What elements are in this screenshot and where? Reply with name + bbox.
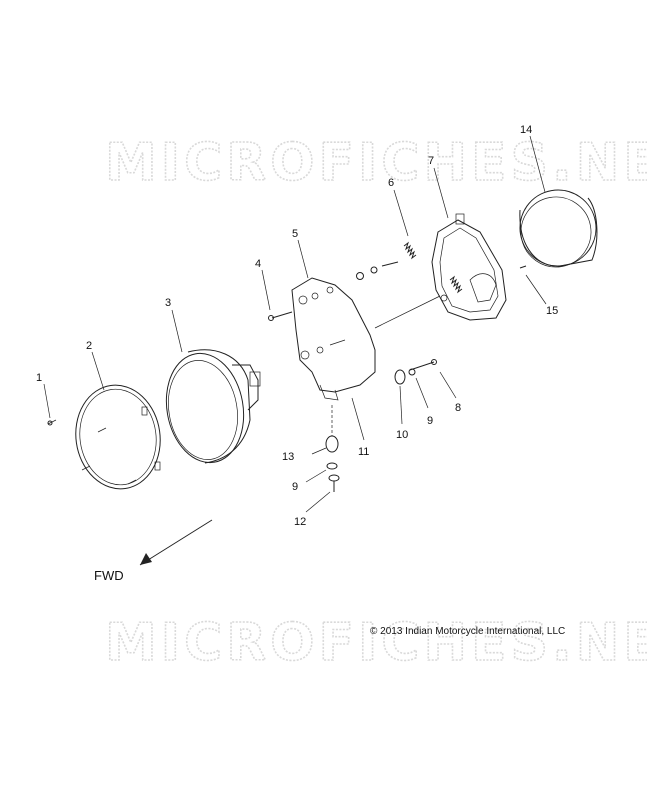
callout-5: 5: [292, 228, 298, 240]
copyright-text: © 2013 Indian Motorcycle International, …: [370, 626, 565, 637]
fwd-label: FWD: [94, 568, 124, 583]
bezel-part-14: [519, 135, 598, 268]
bolt-part-4: [261, 269, 293, 321]
callout-15: 15: [546, 305, 558, 317]
callout-7: 7: [428, 155, 434, 167]
washer-part-9-lower: [305, 462, 338, 483]
bolt-part-8: [409, 359, 457, 399]
screw-part-15: [519, 265, 547, 305]
bolt-part-12: [305, 474, 340, 513]
housing-part-7: [431, 167, 507, 321]
leader-part-11: [351, 397, 365, 441]
headlamp-part-3: [165, 309, 261, 464]
callout-10: 10: [396, 429, 408, 441]
callout-6: 6: [388, 177, 394, 189]
callout-14: 14: [520, 124, 532, 136]
callout-1: 1: [36, 372, 42, 384]
watermark-top: MICROFICHES.NET: [105, 133, 647, 193]
callout-12: 12: [294, 516, 306, 528]
forward-arrow: [139, 519, 213, 566]
callout-9-right: 9: [427, 415, 433, 427]
screw-part-1: [43, 383, 57, 426]
callout-11: 11: [358, 446, 369, 458]
callout-13: 13: [282, 451, 294, 463]
callout-4: 4: [255, 258, 261, 270]
watermark-bottom: MICROFICHES.NET: [105, 613, 647, 673]
bracket-part-5: [291, 239, 376, 401]
trim-ring-part-2: [75, 351, 161, 490]
hardware-stack: [329, 261, 441, 346]
grommet-part-10: [394, 369, 406, 425]
grommet-part-13: [311, 405, 339, 455]
callout-8: 8: [455, 402, 461, 414]
washer-part-9-right: [408, 368, 429, 409]
spring-part-6: [393, 189, 463, 294]
callout-9-lower: 9: [292, 481, 298, 493]
callout-2: 2: [86, 340, 92, 352]
callout-3: 3: [165, 297, 171, 309]
